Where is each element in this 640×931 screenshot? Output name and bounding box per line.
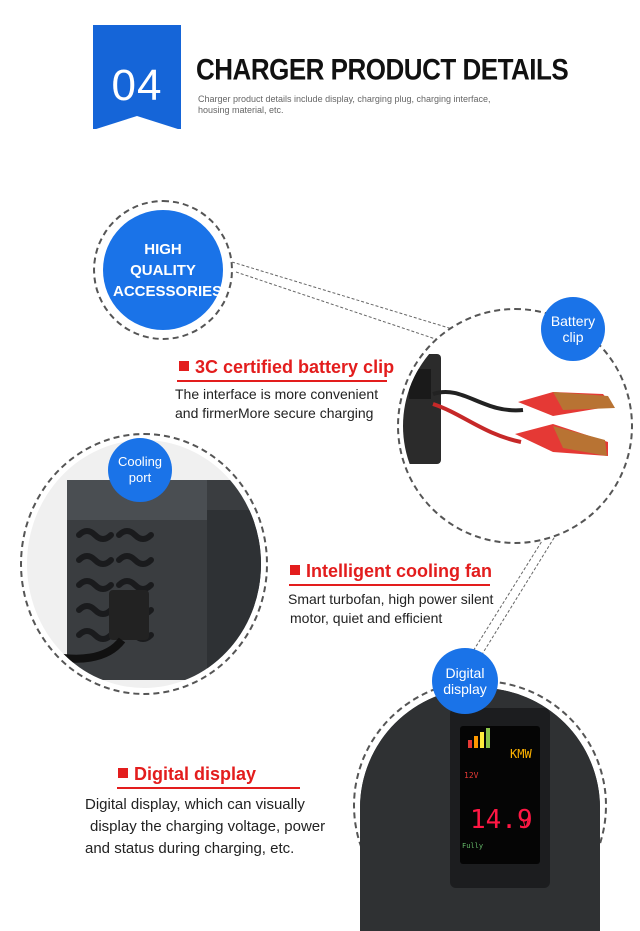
bullet-square <box>118 768 128 778</box>
digital-display-badge: Digital display <box>432 648 498 714</box>
page-subtitle: Charger product details include display,… <box>198 94 491 115</box>
feature-cooling-description: Smart turbofan, high power silent motor,… <box>288 590 493 628</box>
feature-cooling-line1: Smart turbofan, high power silent <box>288 591 494 607</box>
battery-clip-label: Battery clip <box>550 313 596 345</box>
battery-clip-badge: Battery clip <box>541 297 605 361</box>
page-title: CHARGER PRODUCT DETAILS <box>196 52 569 87</box>
bullet-square <box>290 565 300 575</box>
display-reading: 14.9 <box>470 805 533 835</box>
display-brand: KMW <box>510 747 532 761</box>
feature-display-line3: and status during charging, etc. <box>85 840 295 857</box>
cooling-port-badge: Cooling port <box>108 438 172 502</box>
feature-display-line2: display the charging voltage, power <box>90 818 326 835</box>
digital-display-photo: KMW 12V 14.9 V Fully <box>360 688 600 931</box>
accessories-badge: HIGH QUALITY ACCESSORIES <box>103 210 223 330</box>
feature-display-underline <box>117 787 300 789</box>
feature-cooling-heading: Intelligent cooling fan <box>290 561 492 582</box>
accessories-label: HIGH QUALITY ACCESSORIES <box>113 240 223 300</box>
feature-display-heading: Digital display <box>118 764 256 785</box>
section-number: 04 <box>111 61 163 110</box>
display-fully: Fully <box>462 842 483 850</box>
bullet-square <box>179 361 189 371</box>
cooling-port-label: Cooling port <box>117 454 163 485</box>
feature-clip-description: The interface is more convenient and fir… <box>175 385 378 423</box>
feature-clip-title: 3C certified battery clip <box>195 357 395 377</box>
feature-clip-heading: 3C certified battery clip <box>179 357 394 378</box>
display-unit: V <box>522 817 529 831</box>
digital-display-label: Digital display <box>443 665 487 697</box>
feature-clip-line1: The interface is more convenient <box>175 386 379 402</box>
display-12v: 12V <box>464 771 479 780</box>
feature-display-description: Digital display, which can visually disp… <box>85 794 325 860</box>
feature-clip-line2: and firmerMore secure charging <box>175 405 374 421</box>
feature-display-title: Digital display <box>134 764 257 784</box>
badge-notch <box>93 116 181 130</box>
feature-cooling-line2: motor, quiet and efficient <box>290 610 443 626</box>
feature-clip-underline <box>177 380 387 382</box>
feature-cooling-underline <box>289 584 490 586</box>
section-number-badge: 04 <box>93 25 181 130</box>
accessories-ring: HIGH QUALITY ACCESSORIES <box>93 200 233 340</box>
feature-display-line1: Digital display, which can visually <box>85 796 305 813</box>
feature-cooling-title: Intelligent cooling fan <box>306 561 492 581</box>
